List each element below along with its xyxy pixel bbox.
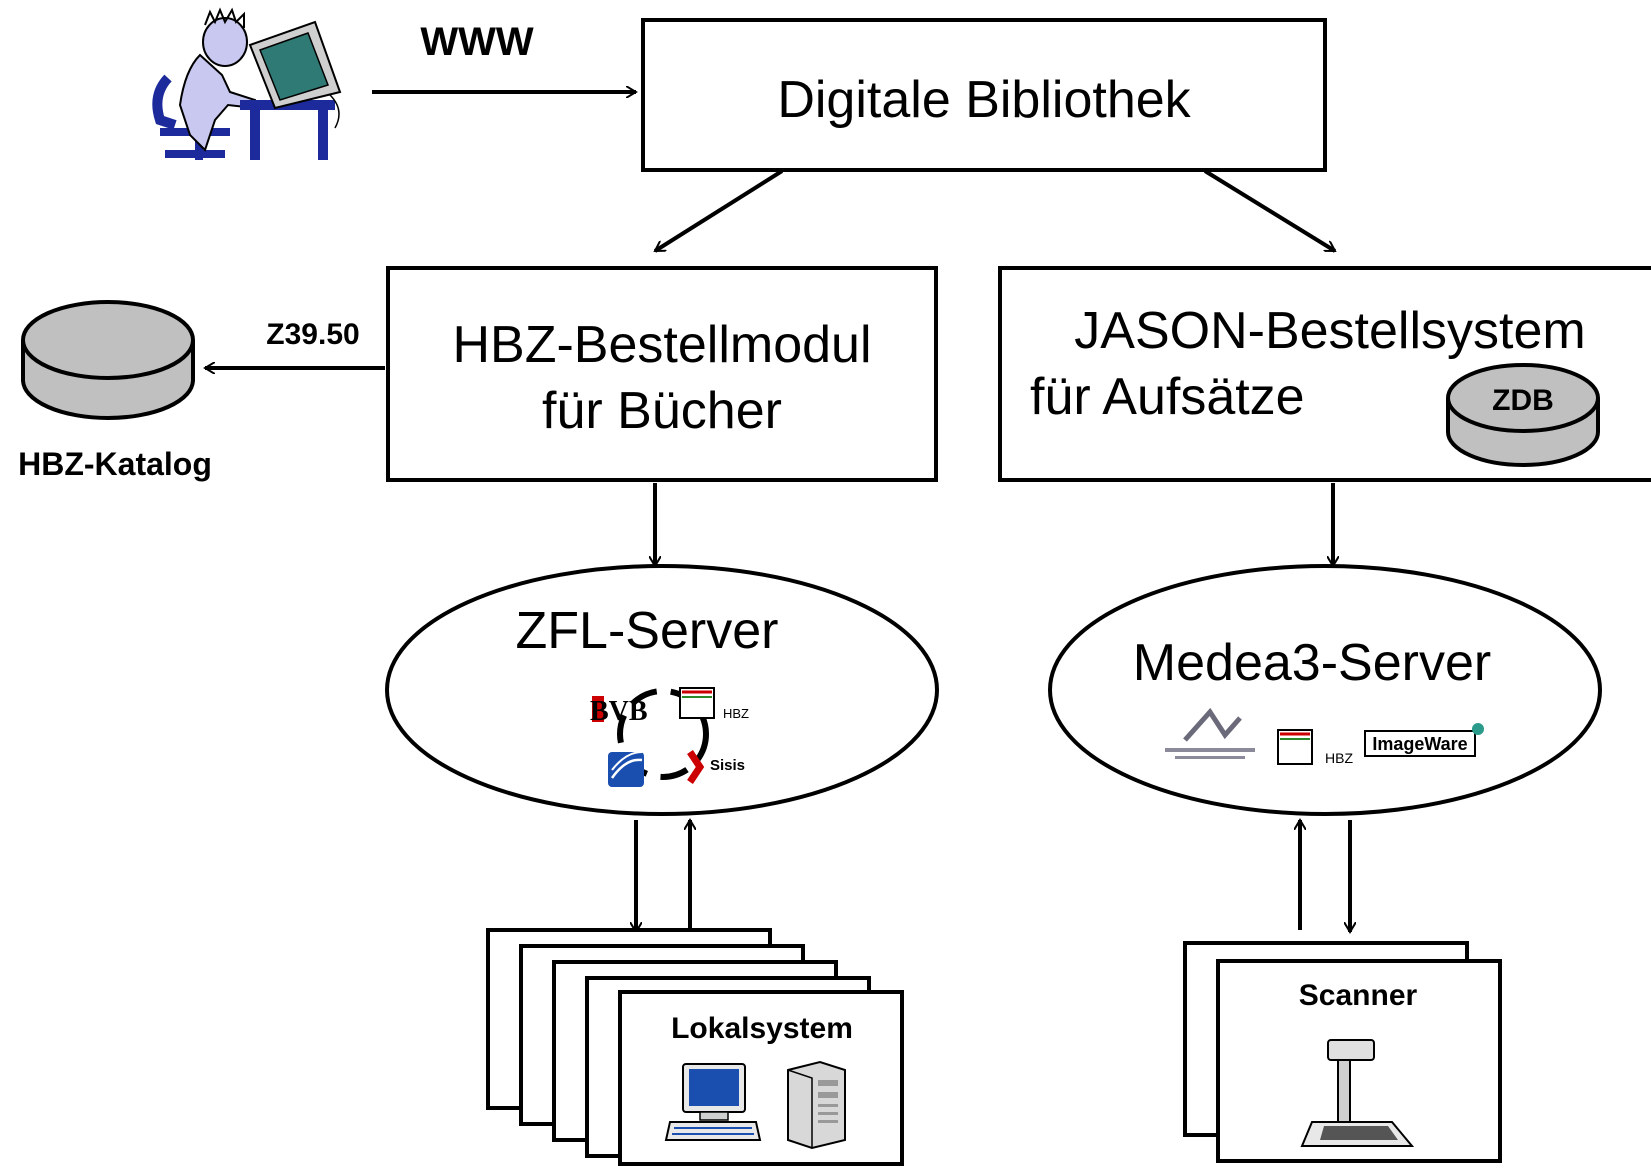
zfl-server-label: ZFL-Server <box>516 602 779 660</box>
jason-line1: JASON-Bestellsystem <box>1074 302 1585 360</box>
zfl-server-ellipse <box>385 564 939 816</box>
z3950-label: Z39.50 <box>266 318 359 351</box>
www-label: WWW <box>420 20 534 64</box>
hbz-bestellmodul-line1: HBZ-Bestellmodul <box>452 316 871 374</box>
hbz-katalog-database-icon <box>21 300 195 420</box>
hbz-bestellmodul-line2: für Bücher <box>542 382 782 440</box>
bvb-logo: BVB <box>590 696 648 727</box>
server-tower-icon <box>787 1060 846 1150</box>
hbz-bestellmodul-box <box>386 266 938 482</box>
lokalsystem-label: Lokalsystem <box>671 1012 853 1045</box>
jason-line2: für Aufsätze <box>1030 368 1305 426</box>
arrow-to-hbz <box>655 169 784 253</box>
digitale-bibliothek-box <box>641 18 1327 172</box>
zfl-partner-logos: BVB HBZ Sisis <box>590 687 749 787</box>
zdb-database-icon <box>1446 363 1600 467</box>
hbz-small-logo: HBZ <box>723 706 749 721</box>
imageware-logo: ImageWare <box>1372 734 1467 754</box>
hbz-small-logo-medea: HBZ <box>1325 750 1353 766</box>
arrow-to-jason <box>1203 169 1335 253</box>
digitale-bibliothek-label: Digitale Bibliothek <box>777 71 1191 129</box>
desktop-computer-icon <box>664 1063 762 1141</box>
medea-partner-logos: HBZ ImageWare <box>1165 707 1484 766</box>
user-at-computer-icon <box>152 7 342 160</box>
scanner-label: Scanner <box>1299 979 1418 1012</box>
sisis-logo: Sisis <box>710 757 745 774</box>
hbz-katalog-label: HBZ-Katalog <box>18 446 212 482</box>
zdb-label: ZDB <box>1492 384 1554 417</box>
medea-server-label: Medea3-Server <box>1133 634 1491 692</box>
book-scanner-icon <box>1300 1039 1415 1147</box>
